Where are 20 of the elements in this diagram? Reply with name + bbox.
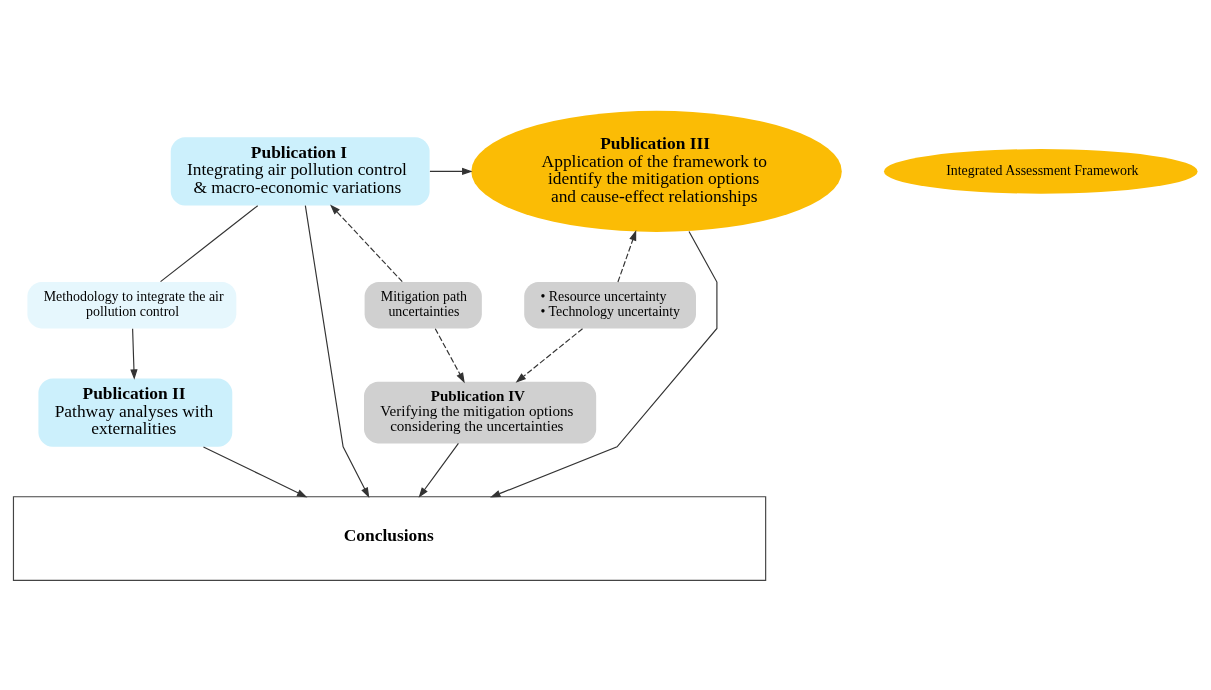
node-ellipse: Publication III Application of the framework to identify the mitigation options and cause-effect relationships [471,110,842,232]
arrow [490,230,718,497]
node-box: Mitigation path uncertainties [364,281,482,328]
node-box: Publication I Integrating air pollution control & macro-economic variations [170,136,430,206]
node-box: Publication II Pathway analyses with externalities [38,377,233,447]
arrow [418,442,459,498]
node-box: Conclusions [12,495,767,581]
node-box: • Resource uncertainty • Technology uncertainty [524,281,696,328]
node-box: Publication IV Verifying the mitigation options considering the uncertainties [364,381,597,443]
connector [160,204,259,282]
arrow [304,204,370,498]
arrow [330,203,403,282]
arrow [429,167,473,175]
node-box: Methodology to integrate the air pollution control [27,281,237,328]
arrow [515,327,584,383]
arrow [434,327,465,383]
arrow [130,327,138,380]
arrow [617,229,637,283]
arrow [202,445,308,497]
node-ellipse: Integrated Assessment Framework [883,148,1198,194]
